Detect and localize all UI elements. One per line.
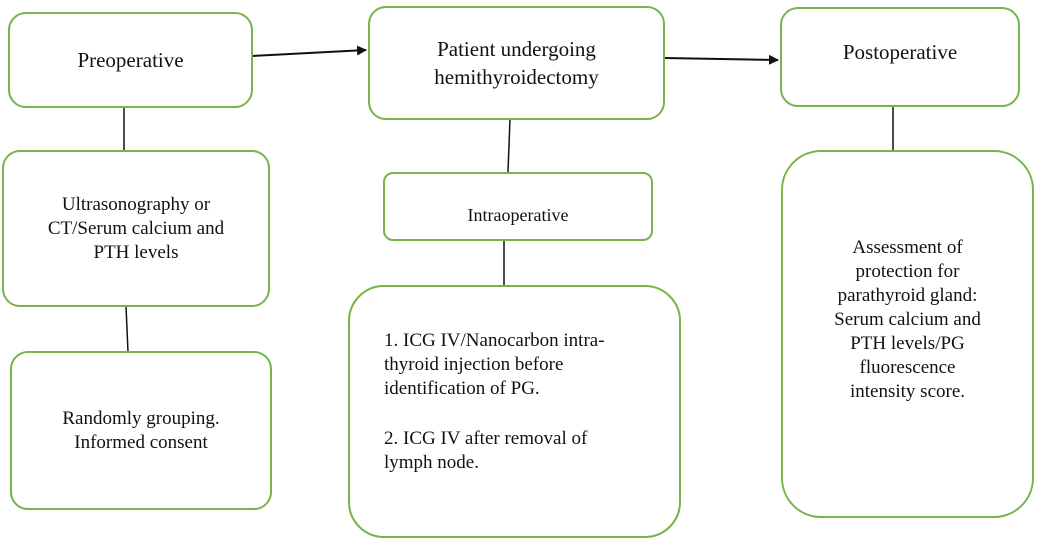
preoperative-label: Preoperative — [77, 48, 184, 72]
assessment-box: Assessment of protection for parathyroid… — [781, 150, 1034, 518]
postoperative-label: Postoperative — [842, 40, 958, 64]
patient-box: Patient undergoing hemithyroidectomy — [368, 6, 665, 120]
postoperative-box: Postoperative — [780, 7, 1020, 107]
intraoperative-box: Intraoperative — [383, 172, 653, 241]
intraop-item-1: 1. ICG IV/Nanocarbon intra- thyroid inje… — [384, 330, 605, 399]
grouping-label: Randomly grouping. Informed consent — [62, 407, 220, 453]
preop-tests-label: Ultrasonography or CT/Serum calcium and … — [47, 193, 225, 263]
intraop-items-box: 1. ICG IV/Nanocarbon intra- thyroid inje… — [348, 285, 681, 538]
line-tests-to-grouping — [125, 305, 129, 353]
intraoperative-label: Intraoperative — [467, 205, 569, 225]
intraop-item-2: 2. ICG IV after removal of lymph node. — [384, 428, 588, 473]
patient-label: Patient undergoing hemithyroidectomy — [434, 37, 599, 89]
arrow-patient-to-postop — [663, 54, 779, 65]
preop-tests-box: Ultrasonography or CT/Serum calcium and … — [2, 150, 270, 307]
assessment-label: Assessment of protection for parathyroid… — [834, 237, 981, 402]
grouping-box: Randomly grouping. Informed consent — [10, 351, 272, 510]
preoperative-box: Preoperative — [8, 12, 253, 108]
line-patient-to-intraop — [507, 118, 511, 173]
arrow-preop-to-patient — [251, 45, 367, 57]
